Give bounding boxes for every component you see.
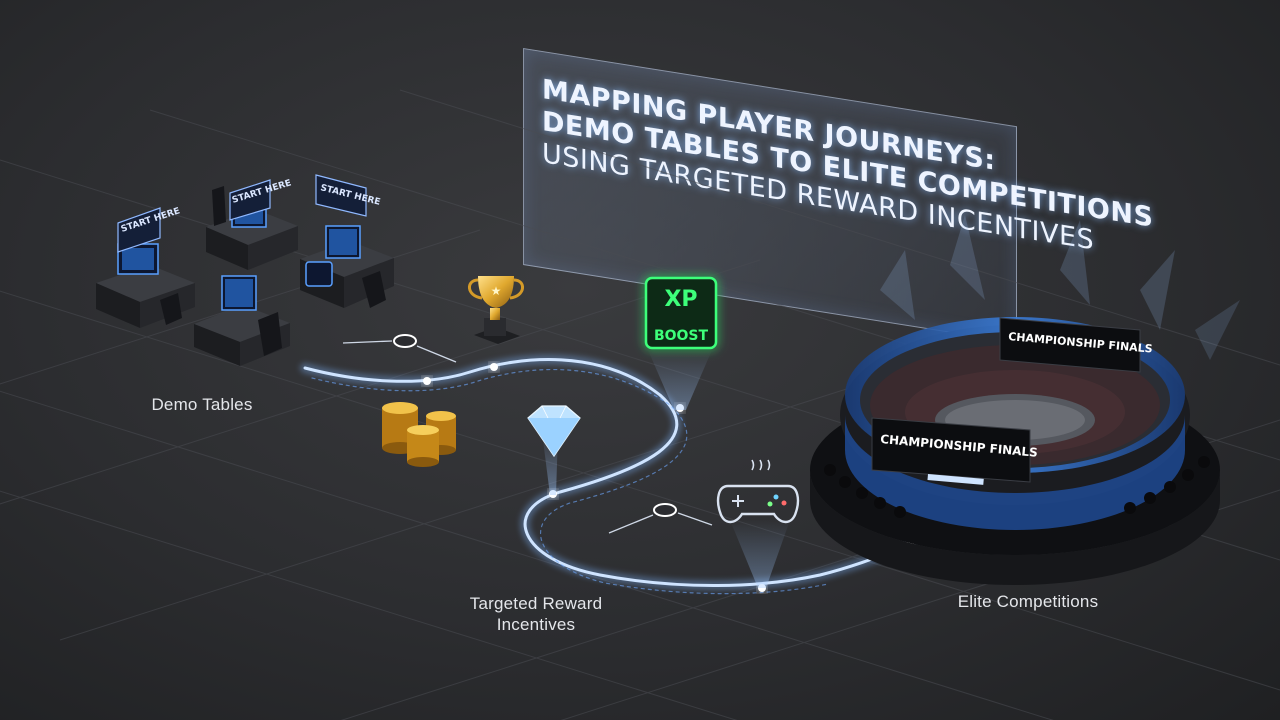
xp-boost-icon: XP BOOST [644, 276, 718, 410]
coins-icon [382, 402, 456, 467]
boost-text: BOOST [654, 328, 709, 344]
connector-node [608, 503, 713, 534]
banner-top: CHAMPIONSHIP FINALS [999, 317, 1153, 373]
label-reward-line-2: Incentives [496, 615, 576, 634]
label-elite-competitions: Elite Competitions [957, 592, 1099, 611]
label-demo-tables: Demo Tables [151, 395, 253, 414]
label-targeted-reward: Targeted Reward Incentives [438, 593, 634, 635]
desk [300, 225, 394, 308]
svg-text:★: ★ [491, 284, 502, 298]
arena-icon: CHAMPIONSHIP FINALS CHAMPIONSHIP FINALS [810, 215, 1240, 585]
desk [96, 243, 195, 328]
connector-node [342, 334, 457, 363]
label-reward-line-1: Targeted Reward [469, 594, 603, 613]
start-here-sign: START HERE [315, 174, 381, 217]
demo-desks: START HERE START HERE START HERE [96, 174, 394, 366]
banner-front: CHAMPIONSHIP FINALS [871, 417, 1038, 485]
xp-text: XP [664, 287, 697, 312]
gamepad-icon [716, 459, 800, 588]
desk [194, 275, 290, 366]
diamond-icon [527, 405, 581, 495]
trophy-icon: ★ [468, 276, 524, 344]
